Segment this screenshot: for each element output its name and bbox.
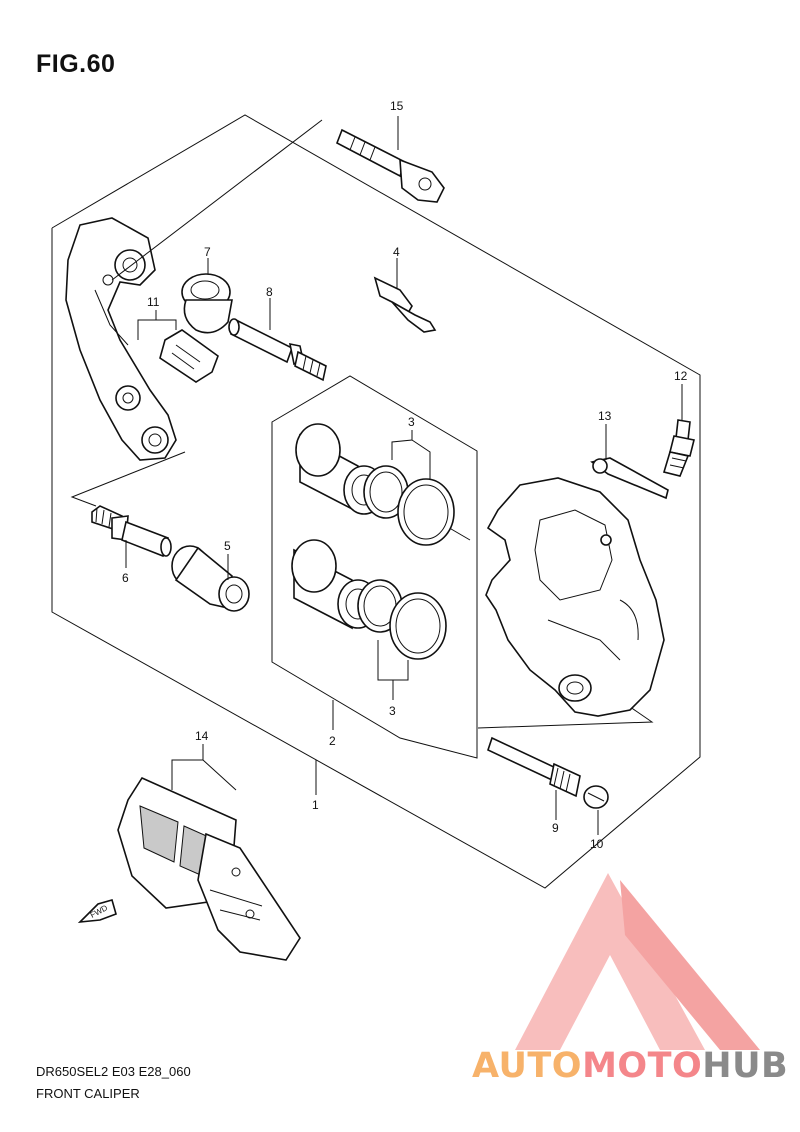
callout-2: 2 [329,734,336,748]
callout-1: 1 [312,798,319,812]
callout-leaders [125,116,683,835]
callout-3-lower: 3 [389,704,396,718]
callout-13: 13 [598,409,612,423]
callout-numbers: 15 4 7 8 11 12 13 3 3 2 5 6 14 1 9 10 [122,99,688,851]
callout-4: 4 [393,245,400,259]
watermark-moto: MOTO [582,1046,703,1086]
callout-15: 15 [390,99,404,113]
callout-3-upper: 3 [408,415,415,429]
pad-clip-11 [159,329,219,383]
callout-6: 6 [122,571,129,585]
caliper-bracket [65,217,177,461]
boot-5 [171,545,250,612]
callout-5: 5 [224,539,231,553]
seal-upper-large [397,478,455,546]
fwd-arrow-icon: FWD [77,899,117,924]
caliper-body [485,477,665,717]
callout-9: 9 [552,821,559,835]
slide-pin-8 [228,318,327,382]
bolt-15 [335,128,445,203]
pin-plug-10 [583,785,609,809]
assembly-outline [51,114,701,889]
model-code: DR650SEL2 E03 E28_060 [36,1064,191,1079]
automotohub-logo-icon [515,873,760,1050]
boot-7 [181,273,233,334]
pad-pin-9 [487,736,581,798]
bleeder-valve-12 [662,419,695,477]
callout-12: 12 [674,369,688,383]
seal-lower-large [389,592,447,660]
piston-box-outline [271,375,478,759]
pad-spring-4 [373,276,437,333]
seal-upper-small [363,465,409,519]
section-name: FRONT CALIPER [36,1086,140,1101]
watermark-hub: HUB [702,1046,789,1086]
figure-title: FIG.60 [36,50,116,78]
callout-14: 14 [195,729,209,743]
watermark-auto: AUTO [472,1046,583,1086]
watermark-text: AUTOMOTOHUB [472,1046,788,1086]
brake-pad-set-14 [117,776,301,961]
callout-11: 11 [147,295,160,309]
callout-8: 8 [266,285,273,299]
callout-10: 10 [590,837,604,851]
guide-pin-6 [91,505,172,558]
callout-7: 7 [204,245,211,259]
bleeder-cap-13 [590,457,669,500]
